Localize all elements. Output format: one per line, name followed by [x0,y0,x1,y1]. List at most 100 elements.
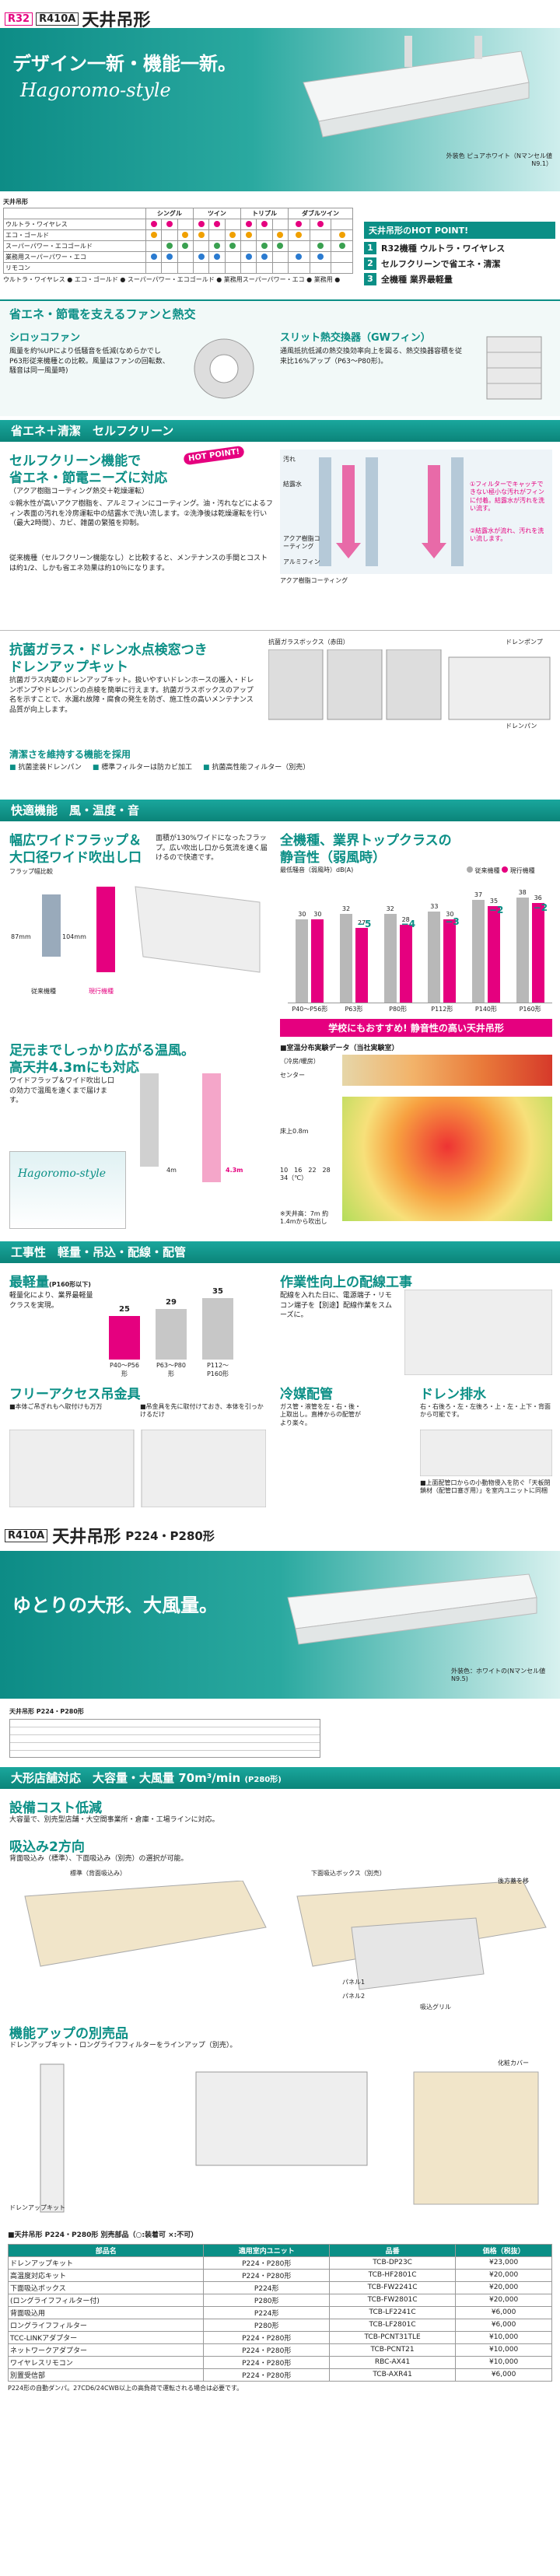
lineup-cell [192,251,210,264]
lineup-cell [224,219,241,231]
section-large-store: 設備コスト低減 大容量で、別売型店舗・大空間事業所・倉庫・工場ラインに対応。 吸… [0,1792,560,2228]
lineup-cell [271,262,289,275]
parts-cell-3: ¥10,000 [455,2330,552,2344]
flap-title-2: 大口径ワイド吹出し口 [9,850,142,866]
lineup-cell [145,240,163,253]
lineup-row-label: 業務用スーパーパワー・エコ [3,251,146,264]
suction-std: 標準（背面吸込み） [70,1870,126,1877]
wire-image [404,1290,552,1375]
noise-title-2: 静音性（弱風時） [280,850,386,866]
flap-diagram [42,886,261,973]
lineup-cell [145,262,163,275]
lineup-cell [331,251,353,264]
hot-point-text: セルフクリーンで省エネ・清潔 [381,259,501,269]
lineup-dot [296,231,303,238]
lineup-cell [240,251,257,264]
noise-bar [340,914,352,1003]
room-side-map [342,1055,552,1086]
new-label: 現行機種 [89,988,114,995]
clean-item-text: 抗菌高性能フィルター（別売） [212,764,310,772]
pipe-desc: ガス管・液管を左・右・後・上取出し。直棒からの配管がより楽々。 [280,1403,361,1426]
drain-kit-images [268,649,551,720]
r410a-badge: R410A [36,12,79,26]
lineup-cell [177,219,194,231]
parts-cell-1: P280形 [203,2293,331,2307]
r32-badge: R32 [5,12,33,26]
old-label: 従来機種 [31,988,56,995]
cost-title: 設備コスト低減 [9,1801,102,1816]
weight-value: 29 [166,1297,177,1307]
slit-fin-desc: 通風抵抗低減の熱交換効率向上を図る、熱交換器容積を従来比16%アップ（P63〜P… [280,348,463,366]
room-floor-map [342,1097,552,1221]
parts-cell-3: ¥6,000 [455,2305,552,2319]
large-store-header: 大形店舗対応 大容量・大風量 70m³/min (P280形) [0,1767,560,1789]
lineup-col-1: ツイン [192,208,241,220]
noise-value: 33 [430,902,439,910]
lineup-cell [224,262,241,275]
noise-value: 35 [489,897,499,905]
lineup-cell [309,262,332,275]
big-spec-table [9,1719,320,1758]
clean-title: 清潔さを維持する機能を採用 [9,749,131,760]
self-clean-desc-1: ①親水性が高いアクア樹脂を、アルミフィンにコーティング。油・汚れなどによるフィン… [9,500,273,528]
fan-heat-title: 省エネ・節電を支えるファンと熱交 [9,307,196,321]
noise-value: 28 [401,916,410,924]
clean-item-text: 標準フィルターは防カビ加工 [101,764,193,772]
lineup-row-label: リモコン [3,262,146,275]
glass-box-label: 抗菌ガラスボックス（赤田） [268,639,349,646]
noise-value: 36 [534,894,542,901]
noise-bar [488,905,500,1003]
big-caption: 外装色：ホワイトの(Nマンセル値N9.5) [451,1668,546,1683]
clean-item: ■ 抗菌塗装ドレンパン [9,763,82,773]
parts-cell-0: 下面吸込ボックス [7,2280,205,2294]
noise-title-1: 全機種、業界トップクラスの [280,833,452,849]
parts-cell-2: TCB-LF2241C [329,2305,457,2319]
clean-item-text: 抗菌塗装ドレンパン [18,764,82,772]
hagoromo-card: Hagoromo-style [9,1151,126,1229]
lineup-dot [213,220,220,227]
lineup-col-3: ダブルツイン [287,208,354,220]
noise-bar [399,925,412,1003]
lineup-cell [177,251,194,264]
label-dirt: 汚れ [283,456,296,463]
install-header: 工事性 軽量・吊込・配線・配管 [0,1241,560,1263]
drain-title: ドレン排水 [420,1387,486,1402]
lineup-row: エコ・ゴールド [3,229,353,242]
cover-label: 化粧カバー [498,2060,529,2067]
section-comfort: 幅広ワイドフラップ＆ 大口径ワイド吹出し口 面積が130%ワイドになったフラップ… [0,824,560,1237]
weight-bar: 25 [109,1305,140,1360]
parts-header-row: 部品名適用室内ユニット品番価格（税抜） [7,2243,552,2257]
lineup-dot [150,253,157,260]
free-access-desc-1: ■本体ご吊ぎれもへ取付けも万万 [9,1403,103,1410]
room-note: ※天井高：7m 約1.4mから吹出し [280,1210,329,1226]
parts-cell-2: TCB-AXR41 [329,2368,457,2382]
noise-reduction: −4 [401,919,416,930]
weight-label: P63〜P80形 [156,1362,186,1377]
lineup-dot [182,231,189,238]
parts-cell-3: ¥6,000 [455,2318,552,2332]
parts-title: ■天井吊形 P224・P280形 別売部品（○:装着可 ×:不可） [8,2231,198,2239]
parts-section: ■天井吊形 P224・P280形 別売部品（○:装着可 ×:不可） 部品名適用室… [7,2231,552,2392]
parts-header-1: 適用室内ユニット [203,2243,331,2257]
check-icon: ■ [9,764,19,772]
lineup-cell [240,240,257,253]
parts-cell-0: ネットワークアダプター [7,2343,205,2357]
self-clean-note: アクア樹脂コーティング [280,577,348,584]
lineup-cell [224,251,241,264]
lineup-dot [229,242,236,249]
parts-cell-1: P224・P280形 [203,2368,331,2382]
drain-kit-title-2: ドレンアップキット [9,660,128,675]
lineup-cell [256,240,273,253]
lineup-row: スーパーパワー・エコゴールド [3,240,353,253]
lineup-dot [213,242,220,249]
lineup-dot [213,253,220,260]
lineup-dot [245,220,252,227]
noise-reduction: −2 [533,901,548,913]
